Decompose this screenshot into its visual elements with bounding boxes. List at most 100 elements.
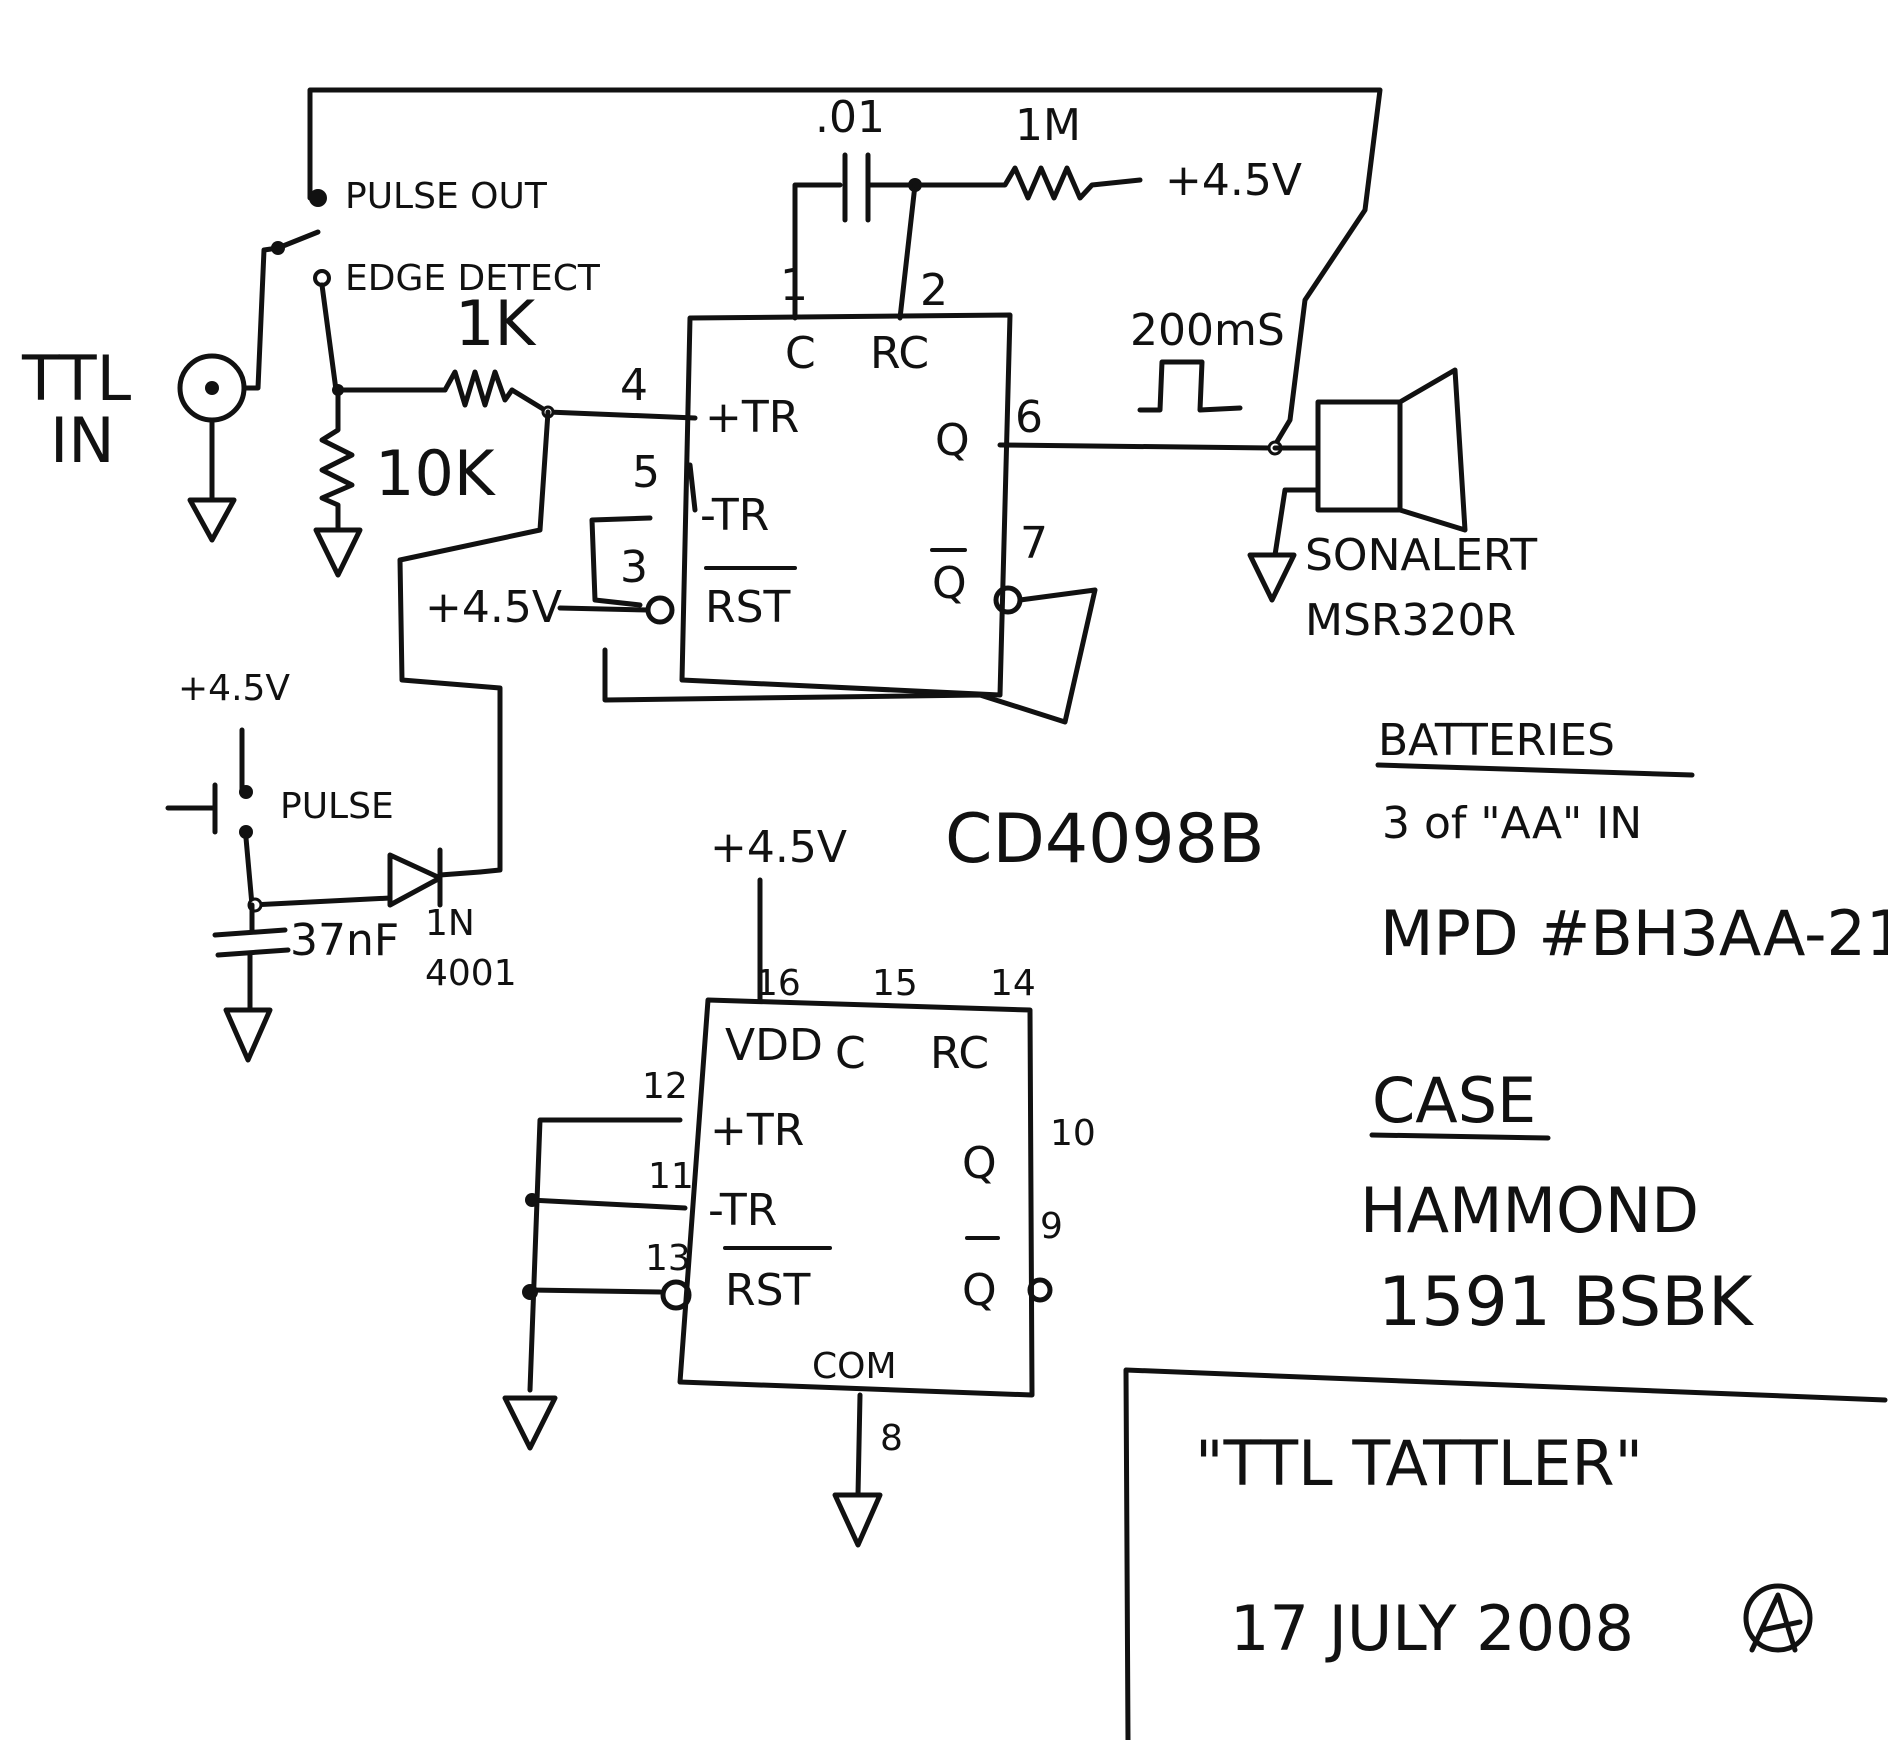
label-ttl: TTL [21, 342, 132, 415]
case-line-2: 1591 BSBK [1378, 1263, 1755, 1342]
chip2-label-q: Q [962, 1138, 997, 1189]
chip2-pin-number-16: 16 [755, 963, 801, 1004]
wire-chip2-com [855, 1392, 863, 1498]
title-block-date: 17 JULY 2008 [1230, 1592, 1634, 1665]
chip2-label-ntr: -TR [708, 1185, 777, 1236]
wire-diode-out [437, 869, 483, 878]
pulse-button-actuator [165, 782, 218, 835]
chip1-pin-number-1: 1 [780, 260, 808, 311]
label-v45-pulse: +4.5V [178, 668, 290, 709]
chip2-label-rc: RC [930, 1028, 989, 1079]
wire-cap-pin1 [792, 182, 843, 321]
cap-37nf-plate-b [215, 947, 291, 958]
chip1-pin-number-3: 3 [620, 542, 648, 593]
chip2-qbar-bubble [1027, 1277, 1053, 1303]
chip2-label-qbar: Q [962, 1265, 997, 1316]
chip2-pin-number-15: 15 [872, 963, 918, 1004]
pulse-button-contact-top [239, 785, 253, 799]
wire-cap-to-rc [865, 182, 918, 321]
label-buzzer-2: MSR320R [1305, 595, 1516, 646]
chip2-rst-bubble [660, 1279, 692, 1311]
ground-symbol-bnc [187, 497, 237, 543]
label-chip-name: CD4098B [945, 800, 1265, 879]
chip1-pin-number-7: 7 [1020, 518, 1048, 569]
ground-symbol-10k [313, 527, 363, 578]
node-chip2-rst [522, 1284, 538, 1300]
chip2-pin-number-11: 11 [648, 1156, 694, 1197]
pulse-button-contact-bottom [239, 825, 253, 839]
batteries-heading: BATTERIES [1378, 715, 1615, 766]
label-diode-2: 4001 [425, 953, 517, 994]
signature-mark [1743, 1583, 1813, 1653]
case-underline [1369, 1132, 1551, 1141]
wire-feedback-loop [307, 87, 1383, 448]
title-block-frame [1123, 1367, 1888, 1743]
batteries-line-1: 3 of "AA" IN [1382, 798, 1642, 849]
cap-37nf-plate-a [212, 927, 288, 938]
switch-arm [275, 229, 321, 251]
chip1-pin-number-2: 2 [920, 265, 948, 316]
wire-chip2-triggers [527, 1117, 688, 1393]
wire-pin3-loop [589, 515, 653, 608]
ground-symbol-buzzer [1247, 552, 1297, 603]
batteries-line-2: MPD #BH3AA-211 [1380, 897, 1888, 970]
chip1-label-c: C [785, 328, 816, 379]
switch-pulse-out-contact [309, 189, 327, 207]
chip2-label-com: COM [812, 1346, 897, 1387]
title-block-title: "TTL TATTLER" [1195, 1427, 1643, 1500]
label-r-1m: 1M [1015, 100, 1081, 151]
label-in: IN [50, 404, 115, 477]
chip1-label-rc: RC [870, 328, 929, 379]
buzzer-body [1315, 399, 1403, 513]
chip2-label-rst: RST [725, 1265, 811, 1316]
resistor-10k [319, 387, 355, 533]
label-r-10k: 10K [375, 437, 496, 510]
chip1-label-qbar: Q [932, 558, 967, 609]
chip1-pin-number-6: 6 [1015, 392, 1043, 443]
label-cap-01: .01 [815, 92, 885, 143]
label-cap-37nf: 37nF [290, 915, 399, 966]
bnc-connector-center [205, 381, 219, 395]
chip2-pin-number-12: 12 [642, 1066, 688, 1107]
wire-pin5 [687, 462, 698, 513]
wire-pulse-feed [397, 409, 551, 875]
ground-symbol-chip2-com [832, 1492, 883, 1548]
label-buzzer-1: SONALERT [1305, 530, 1537, 581]
chip2-pin-number-10: 10 [1050, 1113, 1096, 1154]
chip1-pin-number-5: 5 [632, 447, 660, 498]
case-line-1: HAMMOND [1360, 1174, 1699, 1247]
chip2-label-ptr: +TR [710, 1105, 804, 1156]
label-v45-chip2: +4.5V [710, 822, 847, 873]
wire-buzzer-ground [1272, 487, 1321, 558]
chip2-pin-number-14: 14 [990, 963, 1036, 1004]
label-pulse-button: PULSE [280, 786, 394, 827]
chip1-qbar-bubble [993, 585, 1023, 615]
diode-1n4001-body [387, 852, 443, 908]
chip2-label-vdd: VDD [725, 1020, 823, 1071]
label-v45-top: +4.5V [1165, 155, 1302, 206]
ground-symbol-cap37 [223, 1007, 273, 1063]
chip2-pin-number-8: 8 [880, 1418, 903, 1459]
wire-bottom-loop [602, 587, 1098, 725]
label-v45-rst: +4.5V [425, 582, 562, 633]
pulse-waveform [1137, 359, 1243, 413]
case-heading: CASE [1372, 1064, 1536, 1137]
resistor-1m [912, 165, 1143, 201]
label-r-1k: 1K [455, 287, 536, 360]
wire-bnc-to-switch [241, 245, 281, 391]
chip1-body [679, 312, 1013, 698]
wire-rst-supply [557, 605, 651, 613]
chip1-rst-bubble [645, 595, 675, 625]
node-chip2-ntr [525, 1193, 539, 1207]
label-diode-1: 1N [425, 903, 475, 944]
buzzer-horn [1397, 367, 1468, 533]
wire-pulse-to-diode [243, 835, 393, 908]
chip2-pin-number-13: 13 [645, 1238, 691, 1279]
batteries-underline [1375, 762, 1695, 778]
label-edge-detect: EDGE DETECT [345, 258, 601, 299]
label-pulse-width: 200mS [1130, 305, 1285, 356]
chip2-pin-number-9: 9 [1040, 1206, 1063, 1247]
chip2-body [677, 997, 1035, 1398]
